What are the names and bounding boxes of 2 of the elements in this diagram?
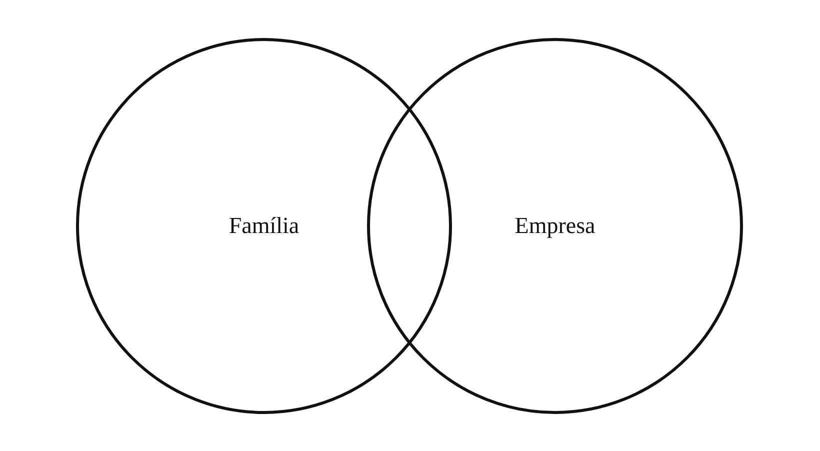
set-label: Família (228, 213, 300, 239)
set-label: Empresa (514, 213, 596, 239)
